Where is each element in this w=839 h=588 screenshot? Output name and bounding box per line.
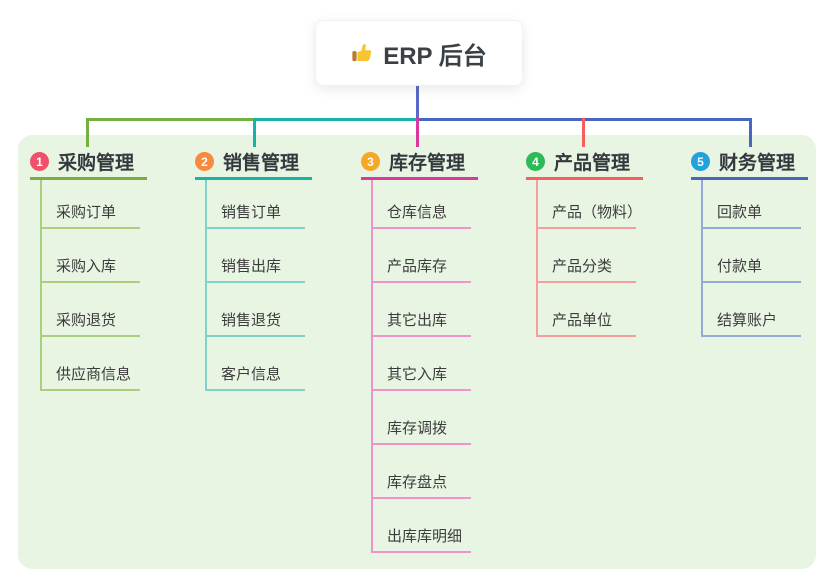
child-item[interactable]: 产品单位 [536,283,636,337]
child-item-label: 客户信息 [221,366,282,383]
branch-children: 销售订单销售出库销售退货客户信息 [205,177,312,391]
child-item[interactable]: 回款单 [701,180,801,229]
connector-root [416,84,419,119]
connector-segment-purchase [86,118,255,121]
branch-header[interactable]: 5 财务管理 [691,146,808,180]
child-item-label: 库存调拨 [387,420,448,437]
branch-underline [361,177,478,180]
branch-header[interactable]: 4 产品管理 [526,146,643,180]
child-item-label: 付款单 [717,258,763,275]
connector-drop-product [582,118,585,147]
connector-drop-inventory [416,118,419,147]
root-node-label: ERP 后台 [383,42,487,70]
connector-drop-sales [253,118,256,147]
child-item-label: 销售订单 [221,204,282,221]
child-item-label: 供应商信息 [56,366,132,383]
child-item-label: 销售出库 [221,258,282,275]
child-item[interactable]: 付款单 [701,229,801,283]
branch-children: 采购订单采购入库采购退货供应商信息 [40,177,147,391]
child-item[interactable]: 出库库明细 [371,499,471,553]
child-item[interactable]: 其它入库 [371,337,471,391]
thumbs-up-icon [351,42,373,64]
child-item[interactable]: 库存调拨 [371,391,471,445]
branch-title: 产品管理 [554,153,631,174]
branch-number-badge: 4 [526,152,545,171]
branch-number-badge: 2 [195,152,214,171]
child-item[interactable]: 客户信息 [205,337,305,391]
child-item-label: 产品分类 [552,258,613,275]
branch-sales: 2 销售管理 销售订单销售出库销售退货客户信息 [195,146,312,391]
branch-title: 采购管理 [58,153,135,174]
connector-drop-finance [749,118,752,147]
branch-children: 回款单付款单结算账户 [701,177,808,337]
root-node[interactable]: ERP 后台 [315,20,523,86]
branch-number-badge: 5 [691,152,710,171]
branch-product: 4 产品管理 产品（物料） 产品分类产品单位 [526,146,643,337]
child-item[interactable]: 销售订单 [205,180,305,229]
child-item-label: 其它出库 [387,312,448,329]
child-item[interactable]: 库存盘点 [371,445,471,499]
child-item[interactable]: 供应商信息 [40,337,140,391]
branch-underline [691,177,808,180]
branch-underline [195,177,312,180]
connector-segment-sales [253,118,419,121]
connector-drop-purchase [86,118,89,147]
branch-header[interactable]: 2 销售管理 [195,146,312,180]
branch-inventory: 3 库存管理 仓库信息产品库存其它出库其它入库库存调拨库存盘点出库库明细 [361,146,478,553]
child-item-label: 采购退货 [56,312,117,329]
child-item-label: 产品库存 [387,258,448,275]
child-item-label: 出库库明细 [387,528,463,545]
branch-title: 财务管理 [719,153,796,174]
child-item[interactable]: 采购订单 [40,180,140,229]
branch-children: 产品（物料） 产品分类产品单位 [536,177,643,337]
branch-number-badge: 1 [30,152,49,171]
child-item-label: 库存盘点 [387,474,448,491]
child-item[interactable]: 其它出库 [371,283,471,337]
child-item[interactable]: 采购退货 [40,283,140,337]
branch-number-badge: 3 [361,152,380,171]
child-item[interactable]: 采购入库 [40,229,140,283]
child-item[interactable]: 仓库信息 [371,180,471,229]
child-item[interactable]: 结算账户 [701,283,801,337]
child-item-label: 销售退货 [221,312,282,329]
child-item[interactable]: 销售出库 [205,229,305,283]
branch-finance: 5 财务管理 回款单付款单结算账户 [691,146,808,337]
branch-title: 库存管理 [389,153,466,174]
branch-header[interactable]: 3 库存管理 [361,146,478,180]
branch-children: 仓库信息产品库存其它出库其它入库库存调拨库存盘点出库库明细 [371,177,478,553]
child-item-label: 采购入库 [56,258,117,275]
branch-purchase: 1 采购管理 采购订单采购入库采购退货供应商信息 [30,146,147,391]
child-item-label: 结算账户 [717,312,778,329]
child-item[interactable]: 产品库存 [371,229,471,283]
child-item-label: 其它入库 [387,366,448,383]
mindmap-panel [18,135,816,569]
branch-underline [30,177,147,180]
branch-header[interactable]: 1 采购管理 [30,146,147,180]
child-item-label: 采购订单 [56,204,117,221]
child-item-label: 回款单 [717,204,763,221]
branch-underline [526,177,643,180]
child-item[interactable]: 产品（物料） [536,180,642,229]
child-item-label: 产品（物料） [552,204,643,221]
child-item-label: 仓库信息 [387,204,448,221]
child-item-label: 产品单位 [552,312,613,329]
branch-title: 销售管理 [223,153,300,174]
child-item[interactable]: 产品分类 [536,229,636,283]
child-item[interactable]: 销售退货 [205,283,305,337]
